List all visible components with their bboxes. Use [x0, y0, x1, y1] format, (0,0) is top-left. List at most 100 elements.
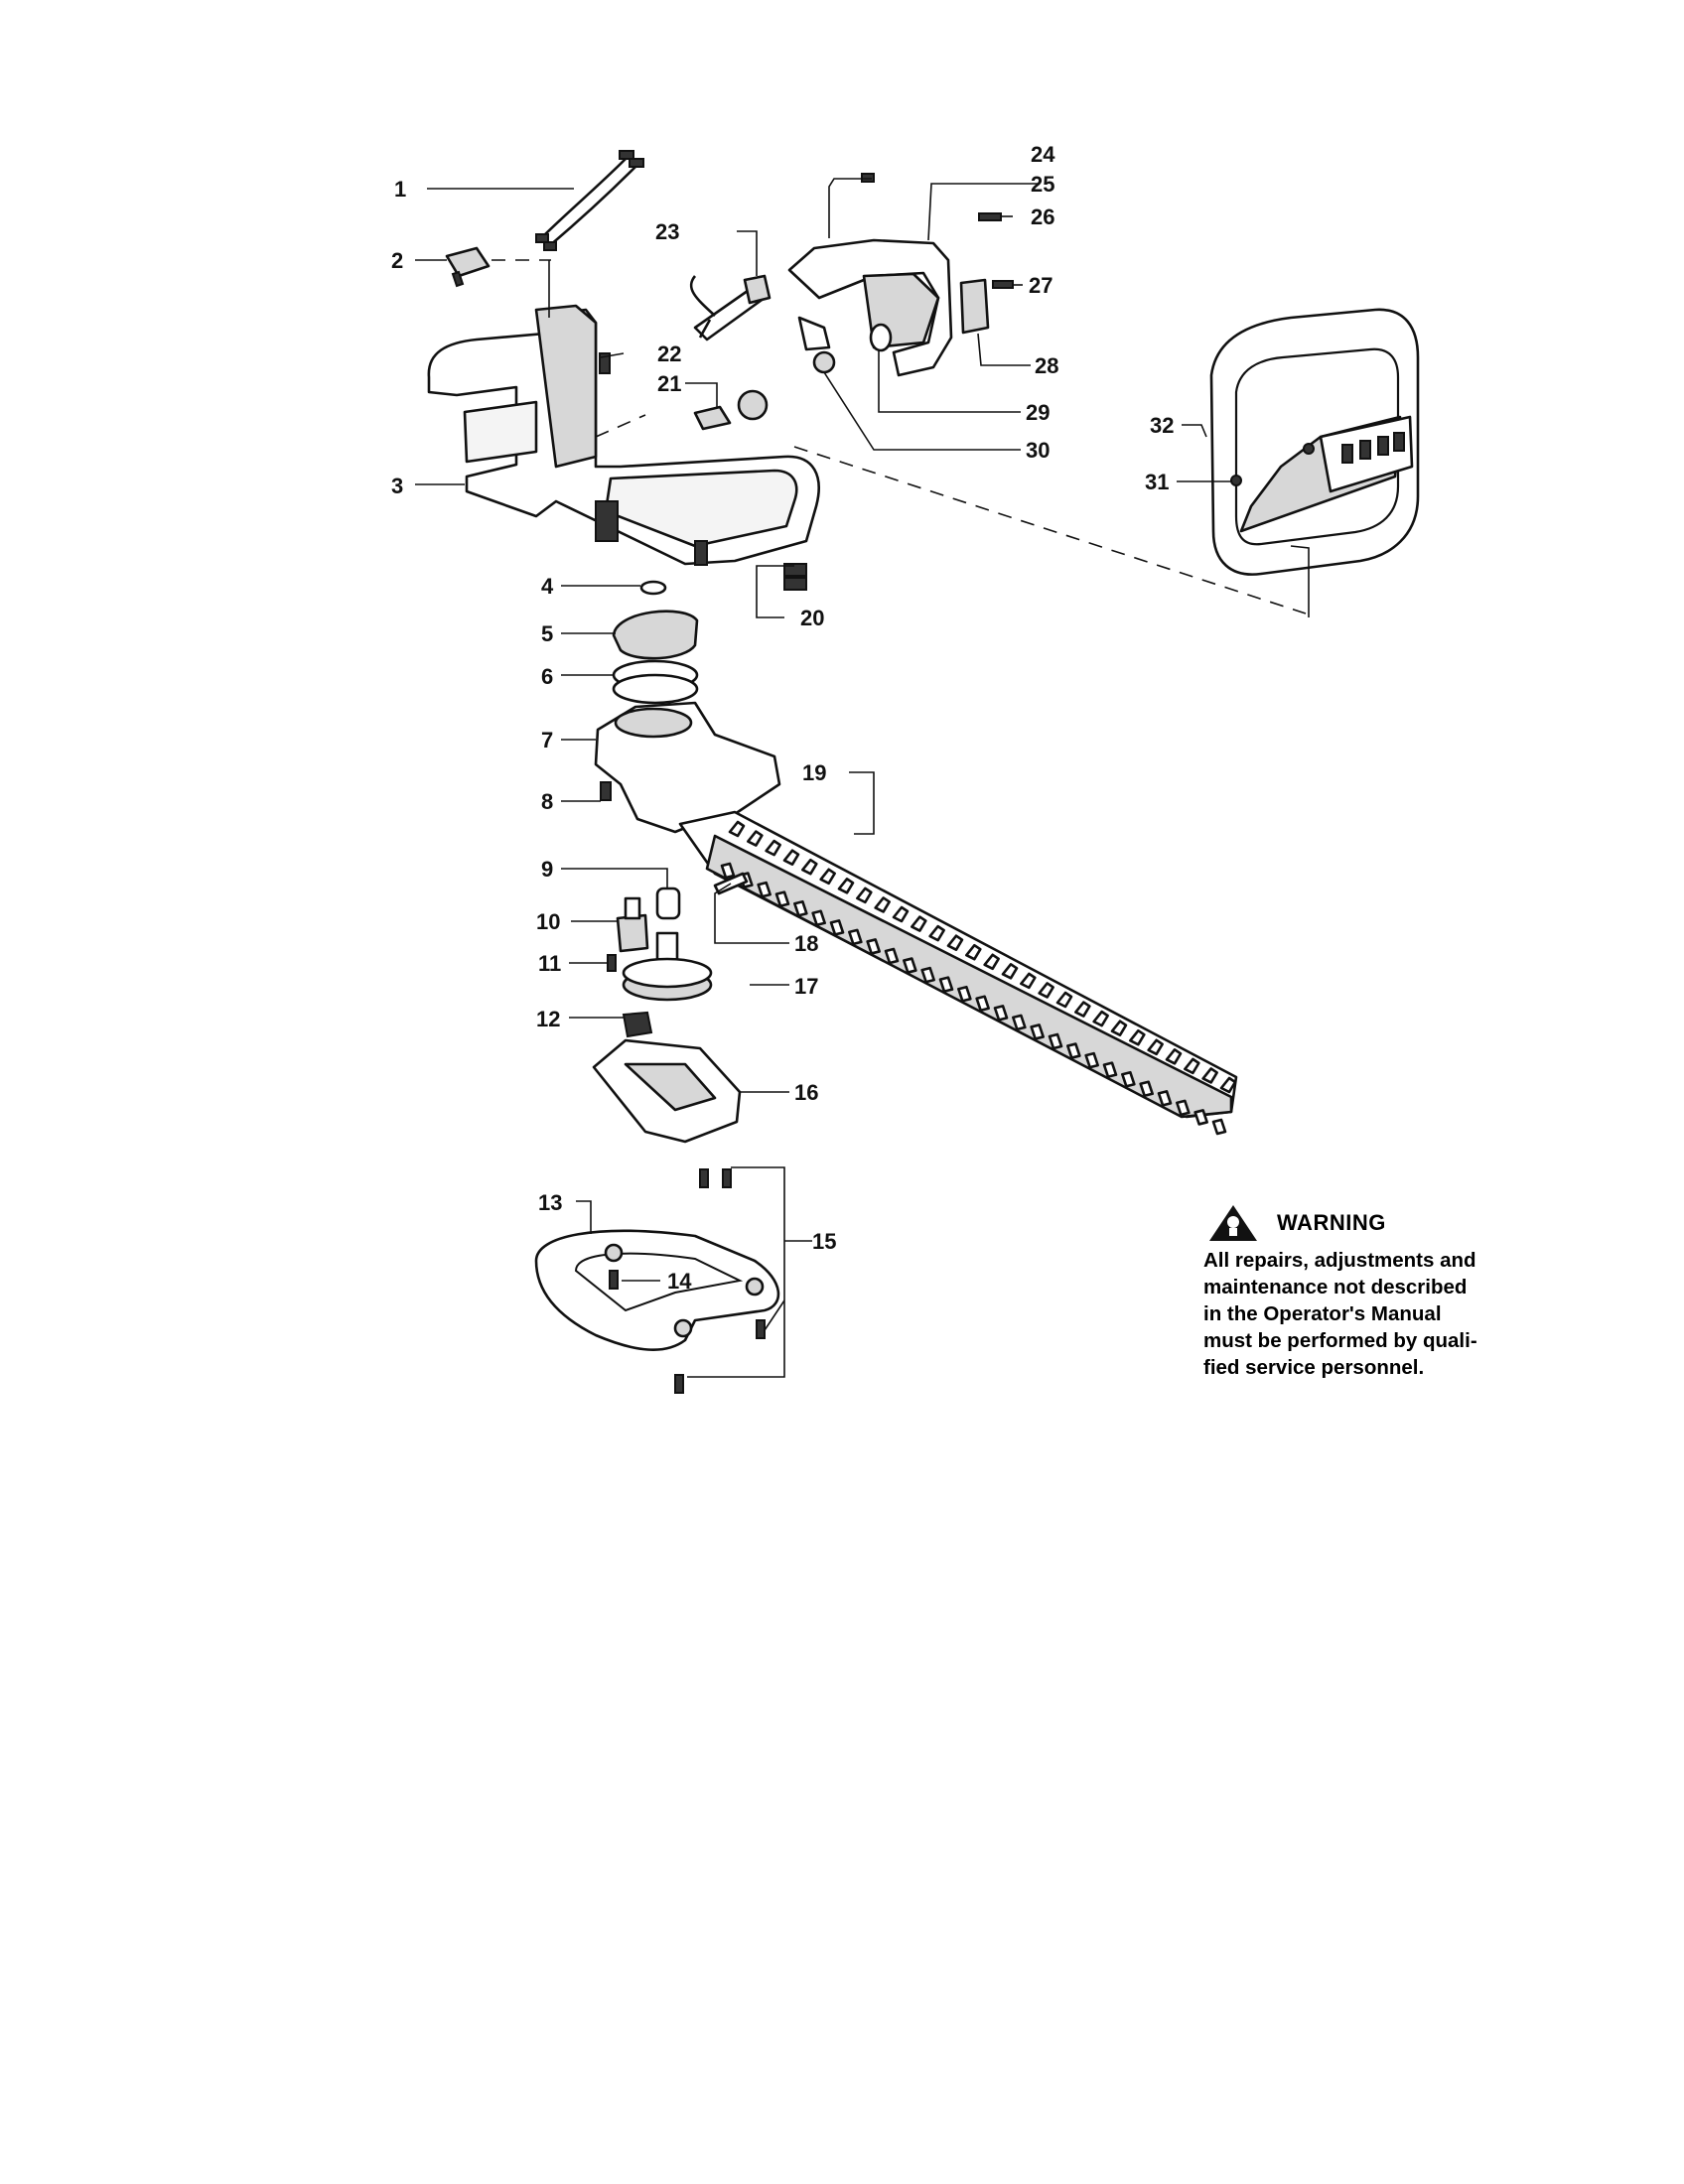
blade-tooth [819, 868, 836, 886]
blade-tooth [1055, 991, 1073, 1009]
callout-14: 14 [667, 1269, 692, 1294]
callout-6: 6 [541, 664, 553, 689]
warning-triangle-icon [1209, 1205, 1257, 1241]
callout-19: 19 [802, 760, 826, 785]
blade-tooth [1048, 1032, 1063, 1050]
blade-tooth [829, 919, 845, 936]
part-grommet [783, 563, 807, 591]
callout-23: 23 [655, 219, 679, 244]
blade-tooth [1012, 1014, 1027, 1031]
callout-11: 11 [538, 951, 561, 976]
blade-tooth [1211, 1118, 1227, 1136]
blade-tooth [957, 985, 972, 1003]
blade-tooth [911, 915, 927, 932]
part-front-guard [1209, 308, 1420, 576]
blade-tooth [782, 849, 800, 866]
blade-tooth [938, 976, 954, 993]
callout-16: 16 [794, 1080, 818, 1105]
blade-tooth [993, 1005, 1009, 1022]
callout-8: 8 [541, 789, 553, 814]
callout-5: 5 [541, 621, 553, 646]
blade-tooth [1066, 1042, 1081, 1059]
blade-tooth [920, 966, 935, 984]
blade-tooth [1193, 1109, 1208, 1126]
blade-tooth [1129, 1028, 1146, 1046]
blade-tooth [837, 878, 855, 894]
blade-tooth [1092, 1010, 1109, 1027]
callout-18: 18 [794, 931, 818, 956]
part-cover-plate [592, 1038, 742, 1188]
warning-title: WARNING [1277, 1210, 1386, 1235]
warning-line: maintenance not described [1203, 1276, 1468, 1298]
callout-4: 4 [541, 574, 554, 599]
callout-17: 17 [794, 974, 818, 999]
blade-tooth [1102, 1061, 1118, 1078]
callout-21: 21 [657, 371, 681, 396]
blade-tooth [965, 943, 982, 961]
callout-10: 10 [536, 909, 560, 934]
blade-tooth [1147, 1038, 1164, 1056]
blade-tooth [874, 896, 891, 913]
blade-tooth [866, 938, 881, 955]
blade-tooth [1176, 1099, 1191, 1117]
callout-26: 26 [1031, 205, 1054, 229]
warning-line: fied service personnel. [1203, 1356, 1425, 1379]
warning-line: must be performed by quali- [1203, 1329, 1477, 1352]
blade-tooth [1038, 982, 1054, 999]
blade-tooth [793, 899, 808, 917]
part-base-plate [534, 1229, 780, 1394]
blade-tooth [728, 820, 746, 838]
leader-lines [415, 178, 1310, 1378]
blade-tooth [1201, 1067, 1218, 1084]
part-lever [689, 274, 772, 341]
blade-tooth [946, 934, 964, 951]
blade-tooth [720, 862, 736, 880]
blade-tooth [747, 830, 764, 847]
callout-22: 22 [657, 341, 681, 366]
callout-28: 28 [1035, 353, 1058, 378]
part-handle-cover [787, 173, 1014, 377]
callout-20: 20 [800, 606, 824, 630]
callout-24: 24 [1031, 142, 1055, 167]
blade-tooth [1110, 1020, 1128, 1036]
blade-tooth [1184, 1057, 1200, 1075]
blade-tooth [1121, 1070, 1136, 1088]
part-wire-harness [535, 150, 644, 251]
part-housing [427, 304, 820, 566]
blade-tooth [1074, 1001, 1091, 1018]
blade-tooth [928, 924, 945, 942]
callout-29: 29 [1026, 400, 1050, 425]
blade-tooth [848, 928, 863, 946]
blade-tooth [884, 947, 900, 965]
callout-numbers: 1 2 3 4 5 6 7 8 9 10 11 12 13 14 15 16 1… [391, 142, 1174, 1294]
blade-tooth [774, 890, 790, 907]
blade-teeth [720, 820, 1237, 1136]
blade-tooth [1219, 1076, 1237, 1094]
callout-13: 13 [538, 1190, 562, 1215]
blade-tooth [856, 887, 873, 904]
part-cord-lock [599, 352, 769, 431]
part-drive-parts [607, 872, 749, 1038]
blade-tooth [975, 995, 990, 1013]
blade-tooth [1001, 963, 1019, 980]
warning-line: in the Operator's Manual [1203, 1302, 1442, 1325]
blade-tooth [892, 905, 910, 923]
blade-tooth [1020, 972, 1037, 990]
callout-2: 2 [391, 248, 403, 273]
callout-3: 3 [391, 474, 403, 498]
blade-tooth [1139, 1080, 1154, 1098]
callout-9: 9 [541, 857, 553, 882]
callout-30: 30 [1026, 438, 1050, 463]
blade-tooth [1157, 1090, 1173, 1107]
callout-32: 32 [1150, 413, 1174, 438]
callout-25: 25 [1031, 172, 1054, 197]
blade-tooth [1030, 1024, 1045, 1040]
blade-tooth [983, 953, 1000, 971]
callout-1: 1 [394, 177, 406, 202]
warning-notice: WARNING All repairs, adjustments and mai… [1203, 1203, 1531, 1381]
callout-15: 15 [812, 1229, 836, 1254]
warning-text: All repairs, adjustments and maintenance… [1203, 1247, 1531, 1381]
warning-line: All repairs, adjustments and [1203, 1249, 1476, 1272]
blade-tooth [1165, 1048, 1183, 1065]
